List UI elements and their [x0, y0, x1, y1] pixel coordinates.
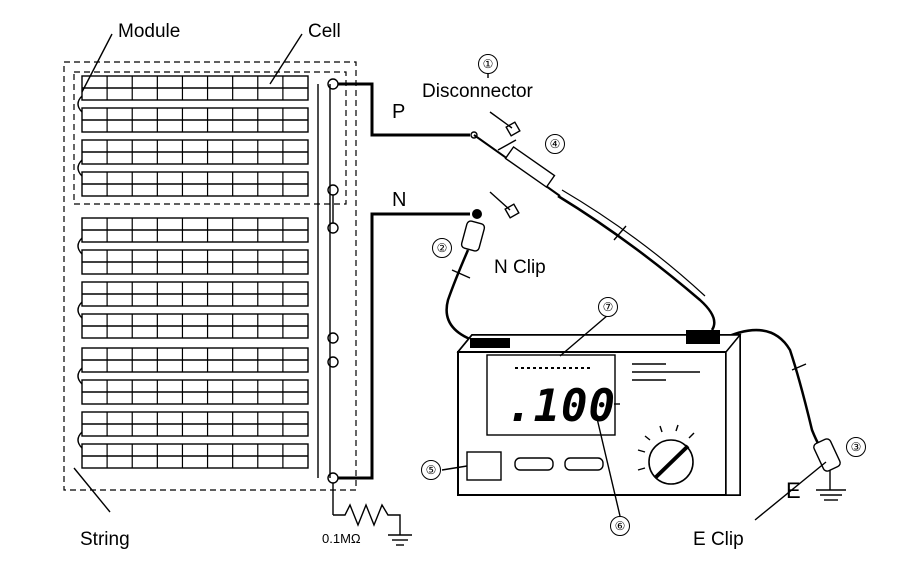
- callout-6: ⑥: [610, 516, 630, 536]
- cell-leader: [269, 33, 303, 85]
- callout-6-leader: [595, 413, 621, 517]
- n-clip-alligator: [445, 209, 486, 344]
- insulation-tester: [456, 330, 742, 496]
- string-frame: [63, 61, 357, 491]
- p-label: P: [392, 101, 406, 123]
- disconnector-switch-n: [489, 191, 520, 219]
- ground-resistor: [332, 483, 412, 546]
- e-label: E: [786, 478, 801, 503]
- callout-7: ⑦: [598, 297, 618, 317]
- n-lead: [338, 212, 470, 480]
- callout-5-leader: [441, 465, 468, 471]
- n-label: N: [392, 189, 407, 211]
- range-dial: [637, 424, 695, 485]
- cell-row-link: [77, 95, 83, 113]
- e-clip-lead: [719, 328, 846, 521]
- string-leader: [73, 467, 111, 513]
- callout-7-leader: [559, 314, 609, 357]
- button-1: [514, 457, 554, 471]
- cell-row-link: [77, 301, 83, 319]
- p-lead: [338, 82, 470, 137]
- cell-row-link: [77, 367, 83, 385]
- n-clip-label: N Clip: [494, 257, 546, 278]
- callout-5: ⑤: [421, 460, 441, 480]
- callout-3: ③: [846, 437, 866, 457]
- module-leader: [81, 33, 113, 93]
- module-label: Module: [118, 21, 181, 42]
- string-bus: [317, 78, 339, 484]
- line-probe: [473, 134, 716, 331]
- test-button: [466, 451, 502, 481]
- module-frame: [73, 71, 347, 205]
- disconnector-label: Disconnector: [422, 81, 533, 102]
- string-label: String: [80, 529, 130, 550]
- cell-row-link: [77, 431, 83, 449]
- disconnector-switch-p: [470, 111, 521, 139]
- e-clip-label: E Clip: [693, 529, 744, 550]
- resistor-label: 0.1MΩ: [322, 531, 361, 546]
- pv-cell-array: [77, 75, 309, 469]
- callout-1: ①: [478, 54, 498, 74]
- cell-row-link: [77, 237, 83, 255]
- callout-2: ②: [432, 238, 452, 258]
- cell-label: Cell: [308, 21, 341, 42]
- meter-reading: .100: [506, 381, 616, 432]
- faceplate-text: [614, 363, 700, 405]
- button-2: [564, 457, 604, 471]
- callout-4: ④: [545, 134, 565, 154]
- cell-row-link: [77, 159, 83, 177]
